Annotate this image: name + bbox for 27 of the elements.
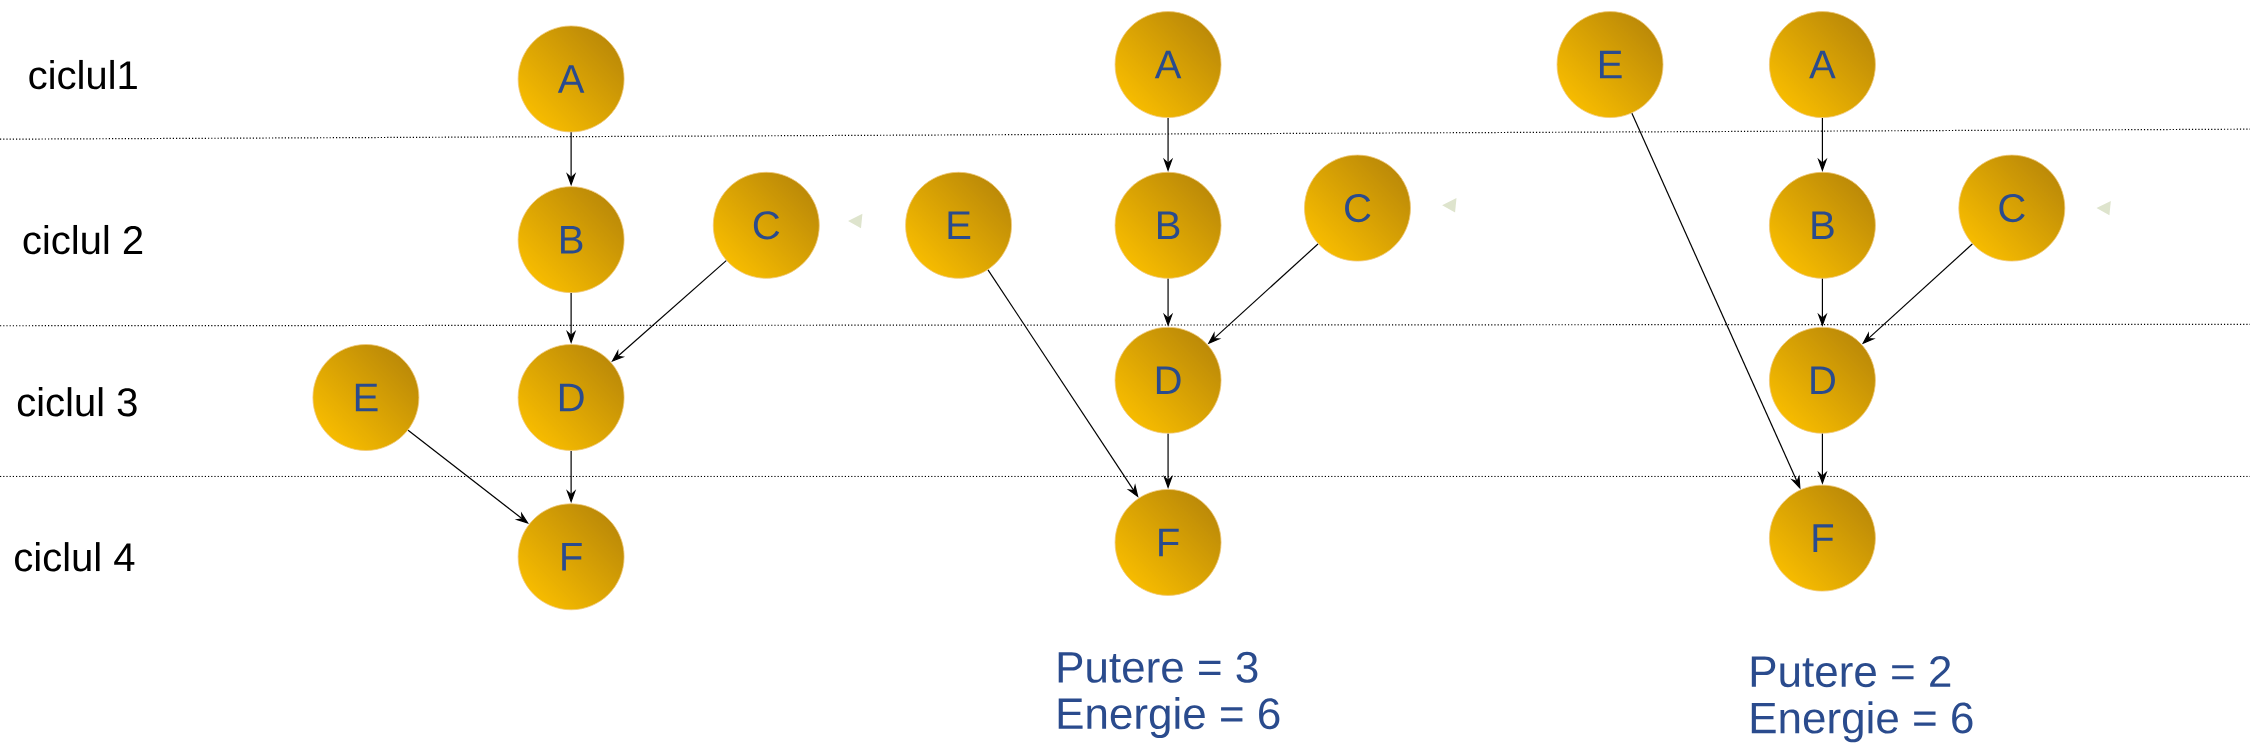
arrow: [407, 429, 529, 524]
circle-node: F: [1114, 489, 1222, 596]
circle-node: C: [712, 171, 820, 279]
circle-node: A: [517, 25, 625, 133]
circle-node: B: [1769, 171, 1876, 279]
result-text: Energie = 6: [1751, 701, 1973, 743]
result-text: Energie = 6: [1058, 696, 1280, 738]
circle-node: A: [1114, 11, 1222, 118]
circle-node: D: [1769, 326, 1876, 434]
circle-node: E: [905, 171, 1012, 279]
circle-node: C: [1304, 154, 1411, 262]
row-label: ciclul 2: [23, 224, 143, 255]
result-text: Putere = 2: [1751, 655, 1951, 688]
circle-node: B: [517, 186, 625, 293]
circle-node: F: [1769, 484, 1876, 592]
circle-node: E: [1556, 11, 1664, 118]
circle-node: B: [1114, 171, 1222, 279]
circle-node: D: [517, 344, 625, 451]
circle-node: A: [1769, 11, 1876, 118]
circle-node: E: [312, 344, 420, 451]
row-label: ciclul 4: [15, 542, 135, 572]
row-label: ciclul1: [29, 59, 137, 90]
row-label: ciclul 3: [17, 387, 137, 417]
result-text: Putere = 3: [1058, 651, 1258, 683]
circle-node: F: [517, 503, 625, 611]
circle-node: C: [1958, 154, 2066, 262]
circle-node: D: [1114, 326, 1222, 434]
